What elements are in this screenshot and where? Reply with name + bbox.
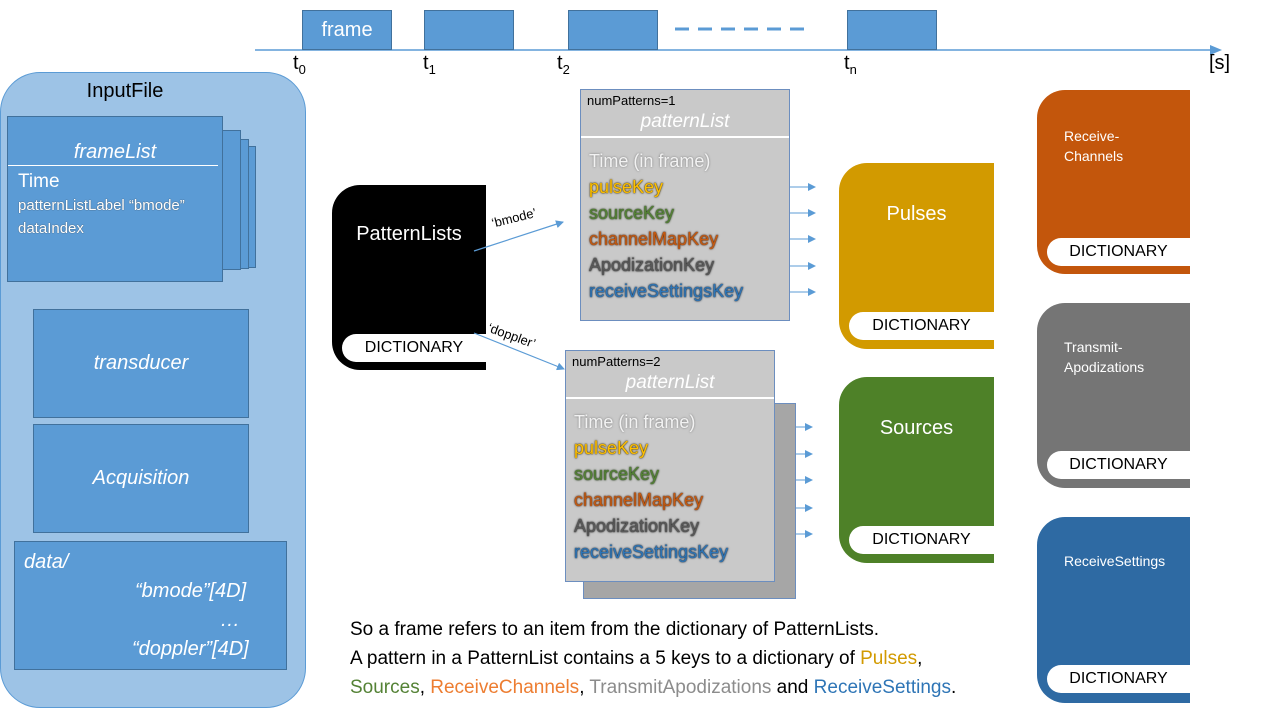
pattern-list-2-key-channel-map: channelMapKey <box>574 490 704 510</box>
pattern-list-1-key-source: sourceKey <box>589 203 675 223</box>
data-entry-bmode: “bmode”[4D] <box>135 580 247 602</box>
data-entry-ellipsis: … <box>220 609 240 631</box>
tick-t1: t1 <box>423 52 436 77</box>
caption-line-3: Sources, ReceiveChannels, TransmitApodiz… <box>350 677 957 698</box>
input-file-title: InputFile <box>86 80 164 102</box>
frame-block-2 <box>568 10 658 50</box>
pattern-list-2-key-pulse: pulseKey <box>574 438 649 458</box>
arrow-bmode <box>473 220 564 252</box>
pattern-list-1-key-apodization: ApodizationKey <box>589 255 715 275</box>
pattern-list-card-1: numPatterns=1 patternList Time (in frame… <box>580 89 790 321</box>
pattern-list-1-key-receive-settings: receiveSettingsKey <box>589 281 744 301</box>
sources-dictionary: Sources DICTIONARY <box>839 377 994 563</box>
pattern-list-1-divider <box>581 136 789 138</box>
time-unit: [s] <box>1209 52 1231 74</box>
acquisition-card: Acquisition <box>33 424 249 533</box>
data-card: data/ “bmode”[4D] … “doppler”[4D] <box>14 541 287 670</box>
pattern-list-1-key-time: Time (in frame) <box>589 151 711 171</box>
tick-t0: t0 <box>293 52 306 77</box>
transmit-apodizations-dictionary: Transmit- Apodizations DICTIONARY <box>1037 303 1190 488</box>
receive-channels-dict-label: DICTIONARY <box>1047 238 1190 266</box>
receive-channels-title: Receive- Channels <box>1064 128 1124 164</box>
frame-list-card: frameList Time patternListLabel “bmode” … <box>7 116 223 282</box>
receive-settings-dict-label: DICTIONARY <box>1047 665 1190 693</box>
frame-block-n <box>847 10 937 50</box>
frame-list-field-pattern-label: patternListLabel “bmode” <box>18 197 185 214</box>
pattern-lists-title: PatternLists <box>356 223 462 245</box>
pattern-list-2-key-receive-settings: receiveSettingsKey <box>574 542 729 562</box>
pattern-list-1-key-pulse: pulseKey <box>589 177 664 197</box>
caption-receive-settings: ReceiveSettings <box>813 677 951 698</box>
transmit-apodizations-dict-label: DICTIONARY <box>1047 451 1190 479</box>
pattern-list-1-key-channel-map: channelMapKey <box>589 229 719 249</box>
pulses-title: Pulses <box>886 203 947 225</box>
frame-list-title: frameList <box>73 141 157 163</box>
frame-label: frame <box>321 19 373 41</box>
caption-transmit-apodizations: TransmitApodizations <box>589 677 772 698</box>
caption-pulses: Pulses <box>860 648 918 669</box>
caption-line-2: A pattern in a PatternList contains a 5 … <box>350 648 923 669</box>
pattern-list-2-divider <box>566 397 774 399</box>
pattern-list-2-key-apodization: ApodizationKey <box>574 516 700 536</box>
pulses-dictionary: Pulses DICTIONARY <box>839 163 994 349</box>
receive-channels-dictionary: Receive- Channels DICTIONARY <box>1037 90 1190 274</box>
receive-settings-dictionary: ReceiveSettings DICTIONARY <box>1037 517 1190 703</box>
pattern-list-2-key-time: Time (in frame) <box>574 412 696 432</box>
pattern-list-2-title: patternList <box>625 372 715 393</box>
pattern-list-2-num: numPatterns=2 <box>572 354 661 369</box>
tick-tn: tn <box>844 52 857 77</box>
caption-line-1: So a frame refers to an item from the di… <box>350 619 880 640</box>
pattern-lists-dictionary: PatternLists DICTIONARY <box>332 185 486 370</box>
caption-receive-channels: ReceiveChannels <box>430 677 580 698</box>
data-entry-doppler: “doppler”[4D] <box>132 638 249 660</box>
transmit-apodizations-title: Transmit- Apodizations <box>1064 339 1145 375</box>
tick-t2: t2 <box>557 52 570 77</box>
pattern-list-1-num: numPatterns=1 <box>587 93 676 108</box>
pattern-list-2-key-source: sourceKey <box>574 464 660 484</box>
pulses-dict-label: DICTIONARY <box>849 312 994 340</box>
caption-sources: Sources <box>350 677 420 698</box>
frame-block-1 <box>424 10 514 50</box>
sources-dict-label: DICTIONARY <box>849 526 994 554</box>
frame-list-field-time: Time <box>18 171 60 192</box>
transducer-card: transducer <box>33 309 249 418</box>
receive-settings-title: ReceiveSettings <box>1064 553 1166 569</box>
timeline-axis <box>255 27 1222 55</box>
pattern-lists-dict-label: DICTIONARY <box>342 334 486 362</box>
frame-block-0: frame <box>302 10 392 50</box>
data-title: data/ <box>24 551 69 573</box>
arrow-doppler <box>473 332 565 371</box>
sources-title: Sources <box>879 417 954 439</box>
frame-list-field-data-index: dataIndex <box>18 220 84 237</box>
frame-list-divider <box>8 165 218 166</box>
pattern-list-1-title: patternList <box>640 111 730 132</box>
pattern-list-card-2: numPatterns=2 patternList Time (in frame… <box>565 350 775 582</box>
